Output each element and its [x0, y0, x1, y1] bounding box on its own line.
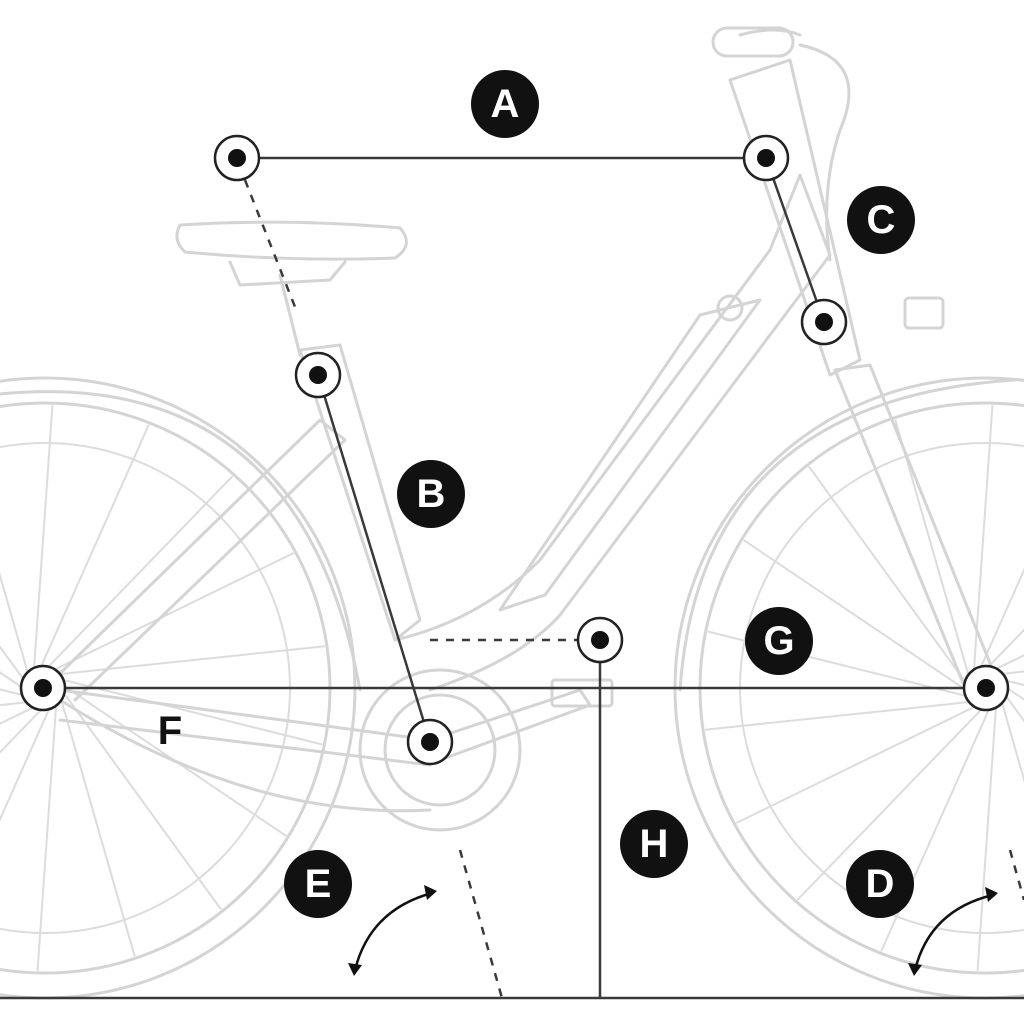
- label-a: A: [471, 70, 539, 138]
- seat-stay: [43, 418, 347, 702]
- arrow-head-e-bottom: [348, 963, 362, 976]
- point-head-bottom: [800, 298, 848, 346]
- brake-cable: [798, 43, 851, 262]
- battery: [498, 298, 762, 612]
- battery-lock: [716, 294, 744, 322]
- label-e: E: [284, 850, 352, 918]
- grip: [711, 26, 795, 58]
- label-d: D: [846, 850, 914, 918]
- saddle-rails: [228, 260, 347, 287]
- rear-spoke: [36, 706, 57, 971]
- label-b-text: B: [417, 472, 446, 516]
- arrow-head-e-top: [424, 885, 437, 900]
- point-front-axle: [962, 664, 1010, 712]
- front-spoke: [735, 706, 975, 824]
- head-angle-dash-d: [1008, 849, 1024, 901]
- label-h: H: [620, 810, 688, 878]
- saddle: [175, 220, 408, 261]
- seat-angle-dash: [243, 179, 299, 313]
- rear-spoke: [55, 552, 295, 670]
- angle-arrows: [348, 885, 998, 976]
- front-spoke: [1000, 701, 1024, 784]
- point-saddle-top: [213, 134, 261, 182]
- front-spoke: [995, 654, 1024, 670]
- measurement-lines: [0, 156, 1024, 1000]
- label-f: F: [158, 709, 182, 753]
- front-spoke: [880, 709, 990, 952]
- point-seat-tube-top: [294, 351, 342, 399]
- chainring-inner: [383, 693, 497, 807]
- point-rear-axle: [19, 664, 67, 712]
- pedal: [550, 678, 614, 708]
- rear-fender: [0, 390, 362, 692]
- seatpost: [278, 273, 302, 357]
- front-spoke: [808, 465, 966, 682]
- angle-arrow-d: [913, 893, 994, 971]
- point-standover: [576, 616, 624, 664]
- arrow-head-d-bottom: [908, 963, 922, 976]
- point-head-top: [742, 134, 790, 182]
- label-g: G: [745, 607, 813, 675]
- label-c-text: C: [867, 198, 896, 242]
- front-spoke: [988, 628, 1024, 668]
- rear-spoke: [65, 679, 323, 746]
- point-bottom-bracket: [406, 718, 454, 766]
- label-e-text: E: [305, 862, 332, 906]
- chainguard: [58, 698, 432, 813]
- bike-outline: [0, 26, 1024, 1000]
- rear-spoke: [33, 405, 54, 670]
- front-spoke: [743, 539, 964, 689]
- rear-spoke: [40, 424, 150, 667]
- seat-tube: [298, 343, 422, 642]
- rear-spoke: [64, 694, 222, 911]
- label-b: B: [397, 460, 465, 528]
- rear-spoke: [0, 709, 50, 822]
- angle-arrow-e: [353, 891, 433, 971]
- rear-spoke: [48, 475, 234, 668]
- rear-spoke: [61, 645, 326, 675]
- rear-spoke: [0, 572, 30, 675]
- chainring: [358, 668, 522, 832]
- front-spoke: [976, 706, 997, 971]
- rear-spoke: [0, 708, 42, 754]
- crank-arm: [428, 688, 592, 762]
- handlebar: [738, 28, 802, 37]
- head-tube: [728, 58, 862, 377]
- label-h-text: H: [640, 822, 669, 866]
- label-c: C: [847, 186, 915, 254]
- headlight: [903, 296, 945, 330]
- label-f-text: F: [158, 709, 182, 753]
- head-tube-line-c: [764, 157, 826, 323]
- label-g-text: G: [763, 619, 794, 663]
- label-d-text: D: [866, 862, 895, 906]
- front-fender: [678, 378, 1017, 692]
- rear-spoke: [60, 701, 136, 957]
- seat-tube-line-b: [316, 374, 432, 743]
- front-spoke: [973, 405, 994, 670]
- front-spoke: [980, 567, 1024, 667]
- front-spoke: [704, 701, 969, 731]
- seat-angle-dash-e: [458, 849, 504, 999]
- measurement-points: [19, 134, 1010, 766]
- label-a-text: A: [491, 82, 520, 126]
- front-spoke: [796, 708, 982, 901]
- arrow-head-d-top: [985, 887, 998, 902]
- front-spoke: [894, 419, 970, 675]
